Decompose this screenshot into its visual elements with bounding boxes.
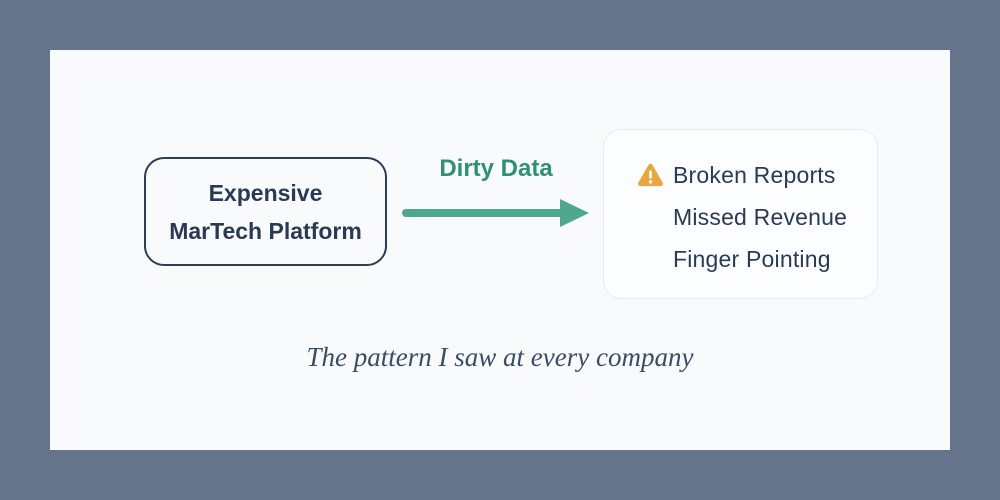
flow-arrow-group: Dirty Data: [400, 155, 592, 230]
result-item: Broken Reports: [673, 161, 836, 188]
arrow-label: Dirty Data: [439, 155, 553, 182]
result-problems-node: Broken Reports Missed Revenue Finger Poi…: [603, 129, 878, 299]
warning-triangle-icon: [637, 163, 673, 188]
diagram-caption: The pattern I saw at every company: [306, 342, 694, 372]
result-row: Finger Pointing: [637, 238, 877, 280]
result-item: Missed Revenue: [673, 203, 848, 230]
result-row: Missed Revenue: [637, 196, 877, 238]
result-row: Broken Reports: [637, 154, 877, 196]
result-item: Finger Pointing: [673, 245, 831, 272]
source-platform-node: Expensive MarTech Platform: [144, 157, 387, 266]
diagram-card: Expensive MarTech Platform Dirty Data Br…: [50, 50, 950, 450]
right-arrow-icon: [402, 199, 589, 227]
source-node-line-2: MarTech Platform: [169, 217, 362, 244]
source-node-line-1: Expensive: [208, 179, 323, 206]
